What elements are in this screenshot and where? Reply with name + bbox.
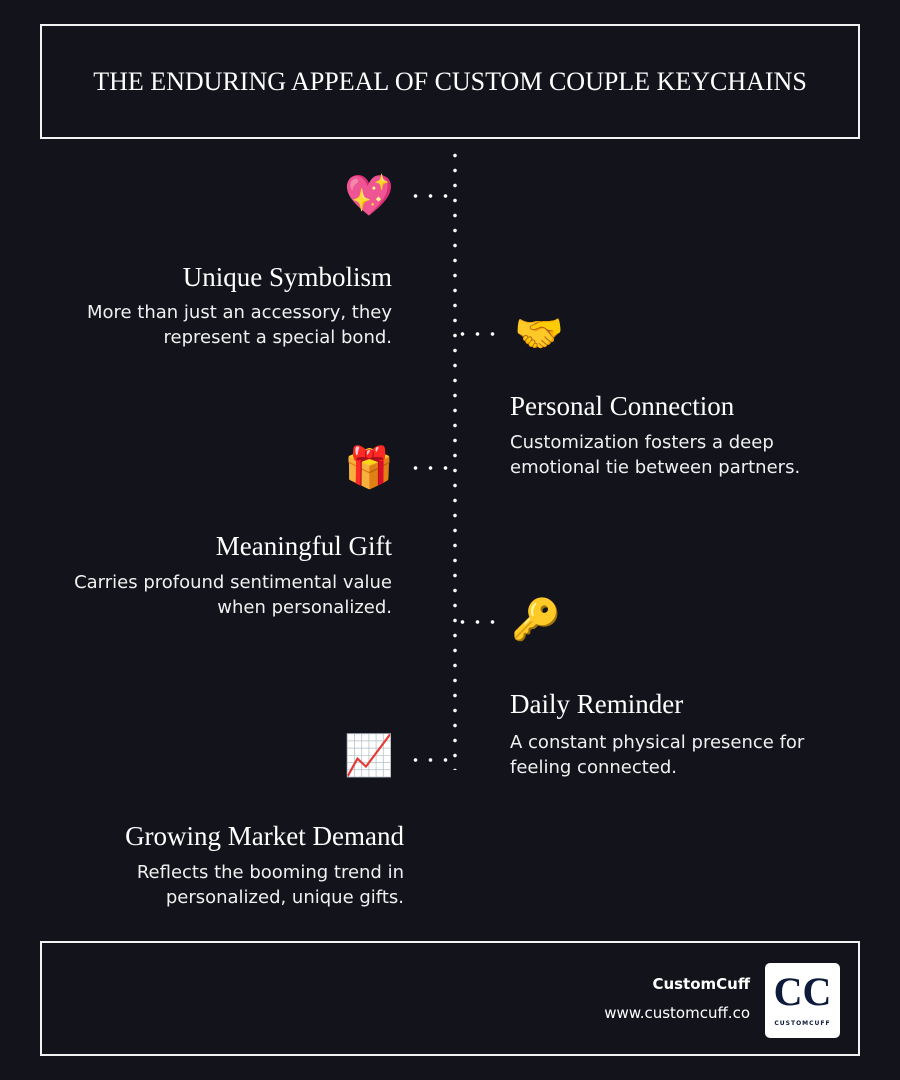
item-desc-3: Carries profound sentimental value when p… bbox=[74, 570, 392, 620]
desc-line: Reflects the booming trend in bbox=[136, 862, 404, 883]
chart-increasing-icon: 📈 bbox=[344, 733, 394, 779]
sparkling-heart-icon: 💖 bbox=[344, 173, 394, 219]
gift-icon: 🎁 bbox=[344, 445, 394, 491]
item-desc-4: A constant physical presence for feeling … bbox=[510, 730, 804, 780]
connector-4 bbox=[455, 620, 502, 624]
item-title-5: Growing Market Demand bbox=[125, 821, 404, 851]
page-title: THE ENDURING APPEAL OF CUSTOM COUPLE KEY… bbox=[93, 66, 807, 96]
connector-1 bbox=[408, 194, 455, 198]
handshake-icon: 🤝 bbox=[514, 311, 564, 357]
logo-mark: CC bbox=[773, 969, 832, 1014]
footer-box bbox=[40, 941, 860, 1056]
item-desc-1: More than just an accessory, they represe… bbox=[87, 300, 392, 350]
desc-line: when personalized. bbox=[217, 597, 392, 618]
brand-name: CustomCuff bbox=[652, 975, 750, 993]
connector-5 bbox=[408, 758, 455, 762]
timeline-line bbox=[453, 148, 457, 770]
item-title-3: Meaningful Gift bbox=[215, 531, 392, 561]
desc-line: represent a special bond. bbox=[163, 327, 393, 348]
connector-3 bbox=[408, 466, 455, 470]
connector-2 bbox=[455, 332, 502, 336]
desc-line: Customization fosters a deep bbox=[510, 432, 774, 453]
header-box: THE ENDURING APPEAL OF CUSTOM COUPLE KEY… bbox=[40, 24, 860, 139]
item-title-2: Personal Connection bbox=[510, 391, 735, 421]
logo-subtext: CUSTOMCUFF bbox=[774, 1020, 831, 1027]
desc-line: Carries profound sentimental value bbox=[74, 572, 392, 593]
desc-line: feeling connected. bbox=[510, 757, 678, 778]
item-title-4: Daily Reminder bbox=[510, 689, 684, 719]
website-link[interactable]: www.customcuff.co bbox=[604, 1004, 750, 1022]
desc-line: personalized, unique gifts. bbox=[165, 887, 404, 908]
desc-line: More than just an accessory, they bbox=[86, 302, 392, 323]
item-desc-5: Reflects the booming trend in personalize… bbox=[137, 860, 404, 910]
key-icon: 🔑 bbox=[511, 597, 561, 643]
brand-logo: CC CUSTOMCUFF bbox=[765, 963, 840, 1038]
desc-line: emotional tie between partners. bbox=[510, 457, 801, 478]
item-title-1: Unique Symbolism bbox=[182, 262, 392, 292]
item-desc-2: Customization fosters a deep emotional ti… bbox=[510, 430, 800, 480]
desc-line: A constant physical presence for bbox=[510, 732, 805, 753]
